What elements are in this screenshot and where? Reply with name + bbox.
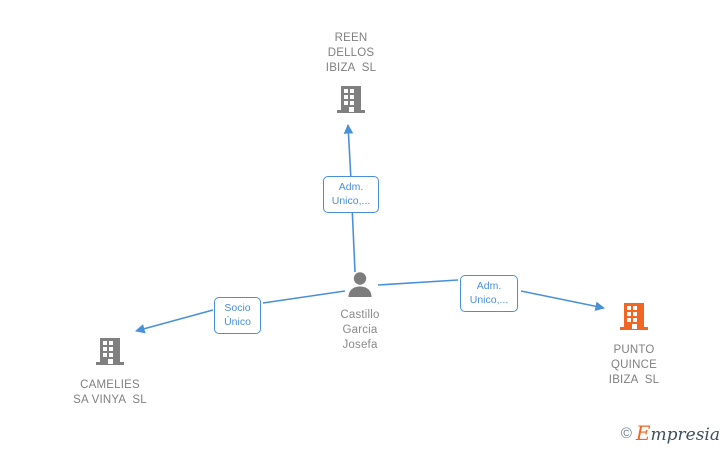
edge-line-to-camelies-left [135, 309, 214, 334]
building-icon [45, 334, 175, 373]
edge-line-to-punto-quince-left [377, 279, 459, 286]
edge-line-to-punto-quince-right [520, 290, 605, 311]
building-icon [570, 299, 698, 338]
node-camelies-sa-vinya[interactable]: CAMELIES SA VINYA SL [45, 334, 175, 408]
node-label-reen-dellos: REEN DELLOS IBIZA SL [325, 32, 377, 74]
node-label-punto-quince-ibiza: PUNTO QUINCE IBIZA SL [608, 344, 660, 386]
node-reen-dellos[interactable]: REEN DELLOS IBIZA SL [286, 31, 416, 121]
node-castillo-garcia-josefa[interactable]: Castillo Garcia Josefa [310, 270, 410, 353]
node-label-castillo-garcia-josefa: Castillo Garcia Josefa [340, 309, 380, 351]
brand-rest: mpresia [650, 425, 721, 445]
brand-wordmark: Empresia [636, 423, 720, 444]
empresia-watermark: © Empresia [621, 423, 720, 444]
node-label-camelies-sa-vinya: CAMELIES SA VINYA SL [73, 379, 147, 406]
node-punto-quince-ibiza[interactable]: PUNTO QUINCE IBIZA SL [570, 299, 698, 388]
person-icon [310, 270, 410, 305]
copyright-icon: © [620, 425, 632, 442]
building-icon [286, 82, 416, 121]
edge-line-to-reen-dellos [351, 204, 356, 273]
edge-label-to-punto-quince[interactable]: Adm. Unico,... [460, 275, 518, 312]
brand-initial: E [635, 421, 651, 445]
edge-label-to-camelies[interactable]: Socio Único [214, 297, 261, 334]
edge-line-to-camelies-right [262, 290, 346, 304]
edge-line-to-reen-dellos-upper [343, 124, 354, 181]
edge-label-to-reen-dellos[interactable]: Adm. Unico,... [323, 176, 379, 213]
